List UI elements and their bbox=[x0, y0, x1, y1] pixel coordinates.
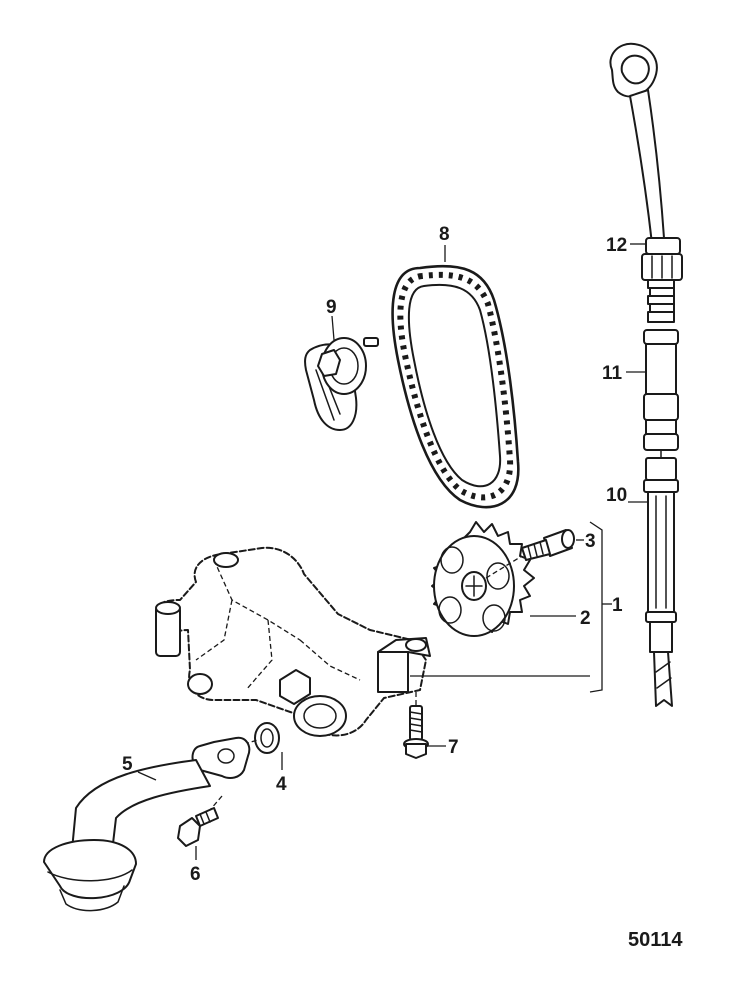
dipstick-handle bbox=[609, 42, 665, 245]
callouts: 1 2 3 4 5 6 7 8 9 10 11 12 bbox=[122, 224, 627, 885]
oil-pump-sprocket bbox=[431, 521, 535, 637]
callout-10: 10 bbox=[606, 485, 627, 506]
callout-7: 7 bbox=[448, 737, 459, 758]
callout-3: 3 bbox=[585, 531, 596, 552]
callout-9: 9 bbox=[326, 297, 337, 318]
pump-mounting-bolt bbox=[403, 692, 429, 759]
leader-lines bbox=[137, 243, 648, 860]
drawing-number: 50114 bbox=[628, 929, 683, 951]
callout-5: 5 bbox=[122, 754, 133, 775]
callout-8: 8 bbox=[439, 224, 450, 245]
callout-11: 11 bbox=[602, 363, 623, 384]
timing-chain bbox=[391, 264, 520, 509]
pickup-tube-bolt bbox=[177, 795, 223, 847]
pickup-o-ring bbox=[243, 722, 280, 754]
dipstick-tube-upper bbox=[643, 329, 679, 459]
oil-pump-body bbox=[155, 546, 590, 737]
sprocket-bolt bbox=[485, 529, 575, 579]
callout-1: 1 bbox=[612, 595, 623, 616]
callout-4: 4 bbox=[276, 774, 287, 795]
assembly-bracket bbox=[589, 521, 612, 693]
callout-6: 6 bbox=[190, 864, 201, 885]
callout-2: 2 bbox=[580, 608, 591, 629]
chain-tensioner bbox=[304, 337, 379, 431]
dipstick-tube-lower bbox=[643, 457, 679, 707]
dipstick-seal bbox=[641, 237, 683, 323]
oil-pickup-tube bbox=[43, 736, 251, 912]
callout-12: 12 bbox=[606, 235, 627, 256]
dipstick-assembly bbox=[609, 42, 683, 707]
